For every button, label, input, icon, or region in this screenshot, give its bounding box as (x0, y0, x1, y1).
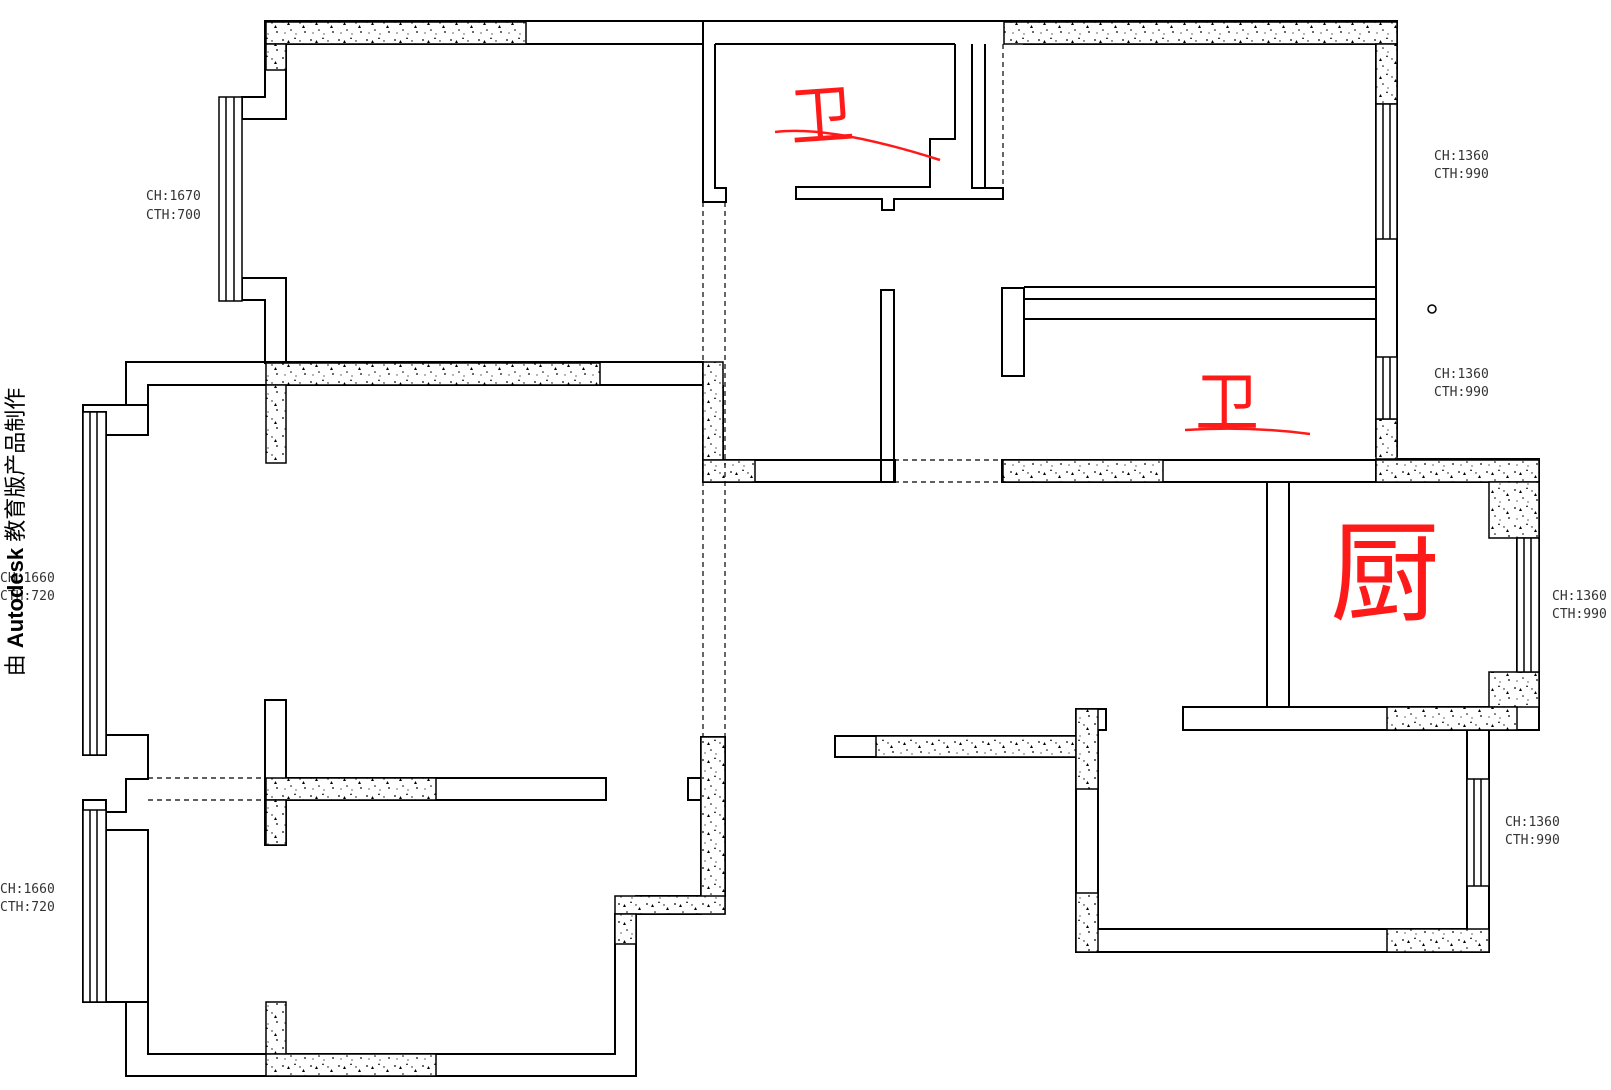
room-annotations: 卫 卫 厨 (774, 78, 1440, 638)
wall-interior-cross (264, 699, 607, 846)
concrete-walls (265, 21, 1540, 1077)
wall-kitchen-column (1266, 481, 1290, 708)
label-w4-cth: CTH:720 (0, 589, 55, 604)
window-w4 (82, 411, 107, 756)
label-w5-ch: CH:1360 (1552, 589, 1607, 604)
window-w6 (1466, 778, 1490, 887)
annotation-bath-1: 卫 (787, 78, 856, 156)
window-labels: CH:1670 CTH:700 CH:1360 CTH:990 CH:1360 … (0, 149, 1607, 915)
label-w1-ch: CH:1670 (146, 189, 201, 204)
label-w6-cth: CTH:990 (1505, 833, 1560, 848)
annotation-bath-1-stroke (774, 129, 941, 162)
wall-bath-lower (1024, 318, 1377, 336)
wall-top-left (241, 20, 704, 120)
wall-lower-right (1075, 708, 1490, 953)
wall-stub-1 (1001, 287, 1025, 377)
marker-dot (1427, 304, 1437, 314)
wall-corridor-upper (702, 44, 727, 203)
annotation-bath-2-stroke (1184, 427, 1311, 436)
watermark-suffix: 教育版产品制作 (3, 387, 28, 542)
windows (82, 96, 1540, 1003)
wall-stub-3 (687, 777, 702, 801)
window-w3 (1375, 356, 1398, 420)
window-w7 (82, 809, 107, 1003)
window-w1 (218, 96, 243, 302)
watermark-brand: Autodesk (3, 547, 28, 649)
wall-upper-left-side (241, 277, 287, 364)
watermark-prefix: 由 (3, 654, 28, 677)
label-w7-cth: CTH:720 (0, 900, 55, 915)
wall-west (105, 435, 149, 1003)
label-w5-cth: CTH:990 (1552, 607, 1607, 622)
label-w6-ch: CH:1360 (1505, 815, 1560, 830)
window-w5 (1516, 537, 1540, 673)
label-w3-cth: CTH:990 (1434, 385, 1489, 400)
label-w2-ch: CH:1360 (1434, 149, 1489, 164)
wall-stub-2 (880, 289, 895, 483)
annotation-kitchen: 厨 (1330, 510, 1440, 638)
wall-bath-divider (1024, 286, 1377, 300)
label-w1-cth: CTH:700 (146, 208, 201, 223)
label-w2-cth: CTH:990 (1434, 167, 1489, 182)
watermark: 由 Autodesk 教育版产品制作 (0, 372, 28, 692)
label-w4-ch: CH:1660 (0, 571, 55, 586)
wall-shaft (971, 44, 1004, 199)
label-w3-ch: CH:1360 (1434, 367, 1489, 382)
outer-walls (82, 20, 1540, 1077)
window-w2 (1375, 103, 1398, 240)
label-w7-ch: CH:1660 (0, 882, 55, 897)
openings (148, 44, 1004, 801)
